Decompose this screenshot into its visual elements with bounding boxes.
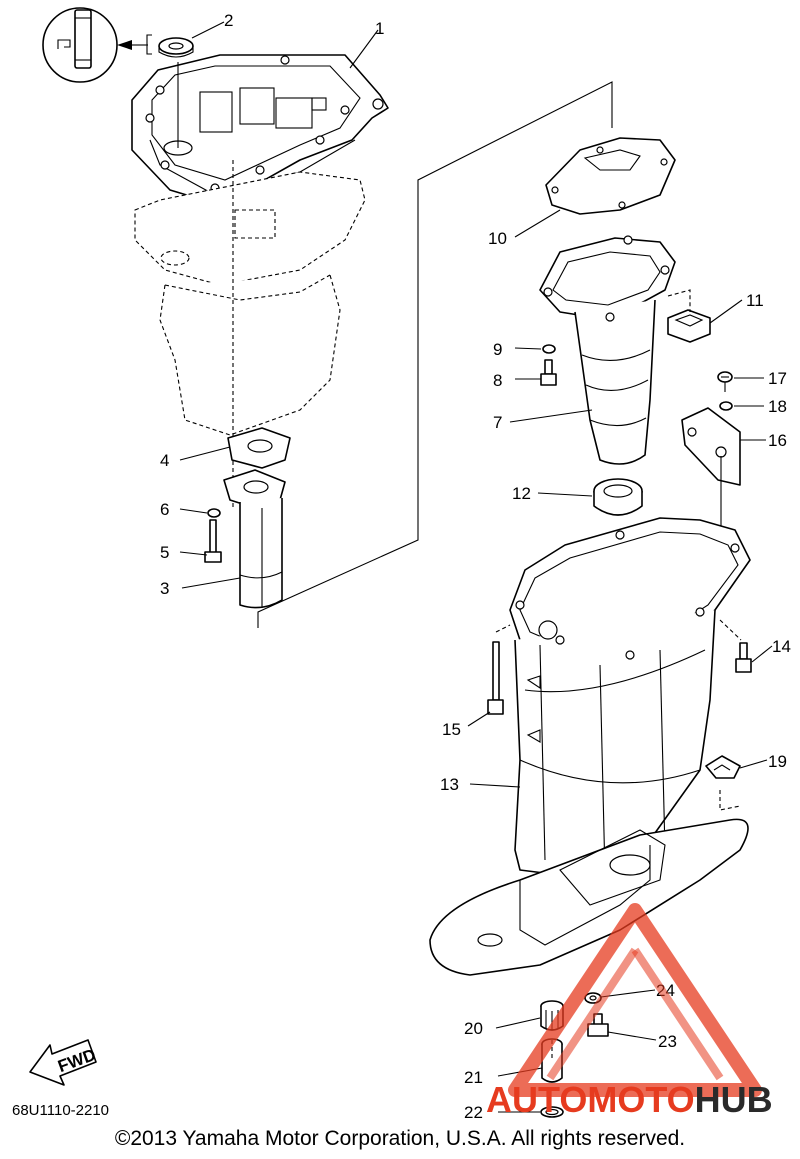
callout-1: 1 xyxy=(375,19,384,38)
part-7-housing xyxy=(539,235,676,465)
callout-10: 10 xyxy=(488,229,507,248)
callout-15: 15 xyxy=(442,720,461,739)
callout-16: 16 xyxy=(768,431,787,450)
forward-arrow-icon: FWD xyxy=(29,1039,98,1086)
part-2-seal xyxy=(158,37,194,58)
part-13-lower-casing xyxy=(429,517,751,976)
copyright-notice: ©2013 Yamaha Motor Corporation, U.S.A. A… xyxy=(114,1127,686,1150)
part-3-pipe xyxy=(223,469,286,609)
part-9-washer xyxy=(542,344,556,354)
callout-17: 17 xyxy=(768,369,787,388)
watermark-text-part2: HUB xyxy=(694,1079,773,1120)
part-10-gasket xyxy=(545,137,676,215)
callout-14: 14 xyxy=(772,637,791,656)
callout-11: 11 xyxy=(746,291,764,310)
part-5-bolt xyxy=(204,519,222,563)
callout-6: 6 xyxy=(160,500,169,519)
part-22-circlip xyxy=(540,1106,564,1118)
callout-3: 3 xyxy=(160,579,169,598)
callout-18: 18 xyxy=(768,397,787,416)
part-11-damper xyxy=(667,289,711,343)
callout-19: 19 xyxy=(768,752,787,771)
callout-4: 4 xyxy=(160,451,169,470)
callout-labels: 2 1 10 11 9 8 17 18 7 16 4 12 6 5 3 14 1… xyxy=(160,11,791,1122)
leader-lines xyxy=(179,21,773,1113)
callout-2: 2 xyxy=(224,11,233,30)
part-17-screw xyxy=(717,371,733,392)
part-18-washer xyxy=(719,401,733,411)
grease-tube-icon xyxy=(42,7,152,83)
callout-9: 9 xyxy=(493,340,502,359)
assembly-guide-lines xyxy=(257,81,613,628)
callout-7: 7 xyxy=(493,413,502,432)
part-12-bushing xyxy=(593,478,643,516)
part-19-clip xyxy=(705,755,741,811)
part-8-bolt xyxy=(540,359,557,386)
part-6-washer xyxy=(207,508,221,518)
part-15-bolt xyxy=(487,624,511,715)
watermark-text-part1: AUTOMOTO xyxy=(486,1079,695,1120)
callout-13: 13 xyxy=(440,775,459,794)
callout-5: 5 xyxy=(160,543,169,562)
part-23-plug xyxy=(587,1013,609,1037)
callout-21: 21 xyxy=(464,1068,483,1087)
watermark-logo xyxy=(508,903,762,1097)
callout-8: 8 xyxy=(493,371,502,390)
callout-23: 23 xyxy=(658,1032,677,1051)
part-4-gasket xyxy=(227,427,291,469)
ghost-gasket-outline xyxy=(134,160,366,510)
diagram-code: 68U1110-2210 xyxy=(12,1102,110,1119)
callout-22: 22 xyxy=(464,1103,483,1122)
callout-20: 20 xyxy=(464,1019,483,1038)
watermark-text: AUTOMOTOHUB xyxy=(486,1079,773,1121)
callout-12: 12 xyxy=(512,484,531,503)
part-14-bolt xyxy=(719,619,752,673)
